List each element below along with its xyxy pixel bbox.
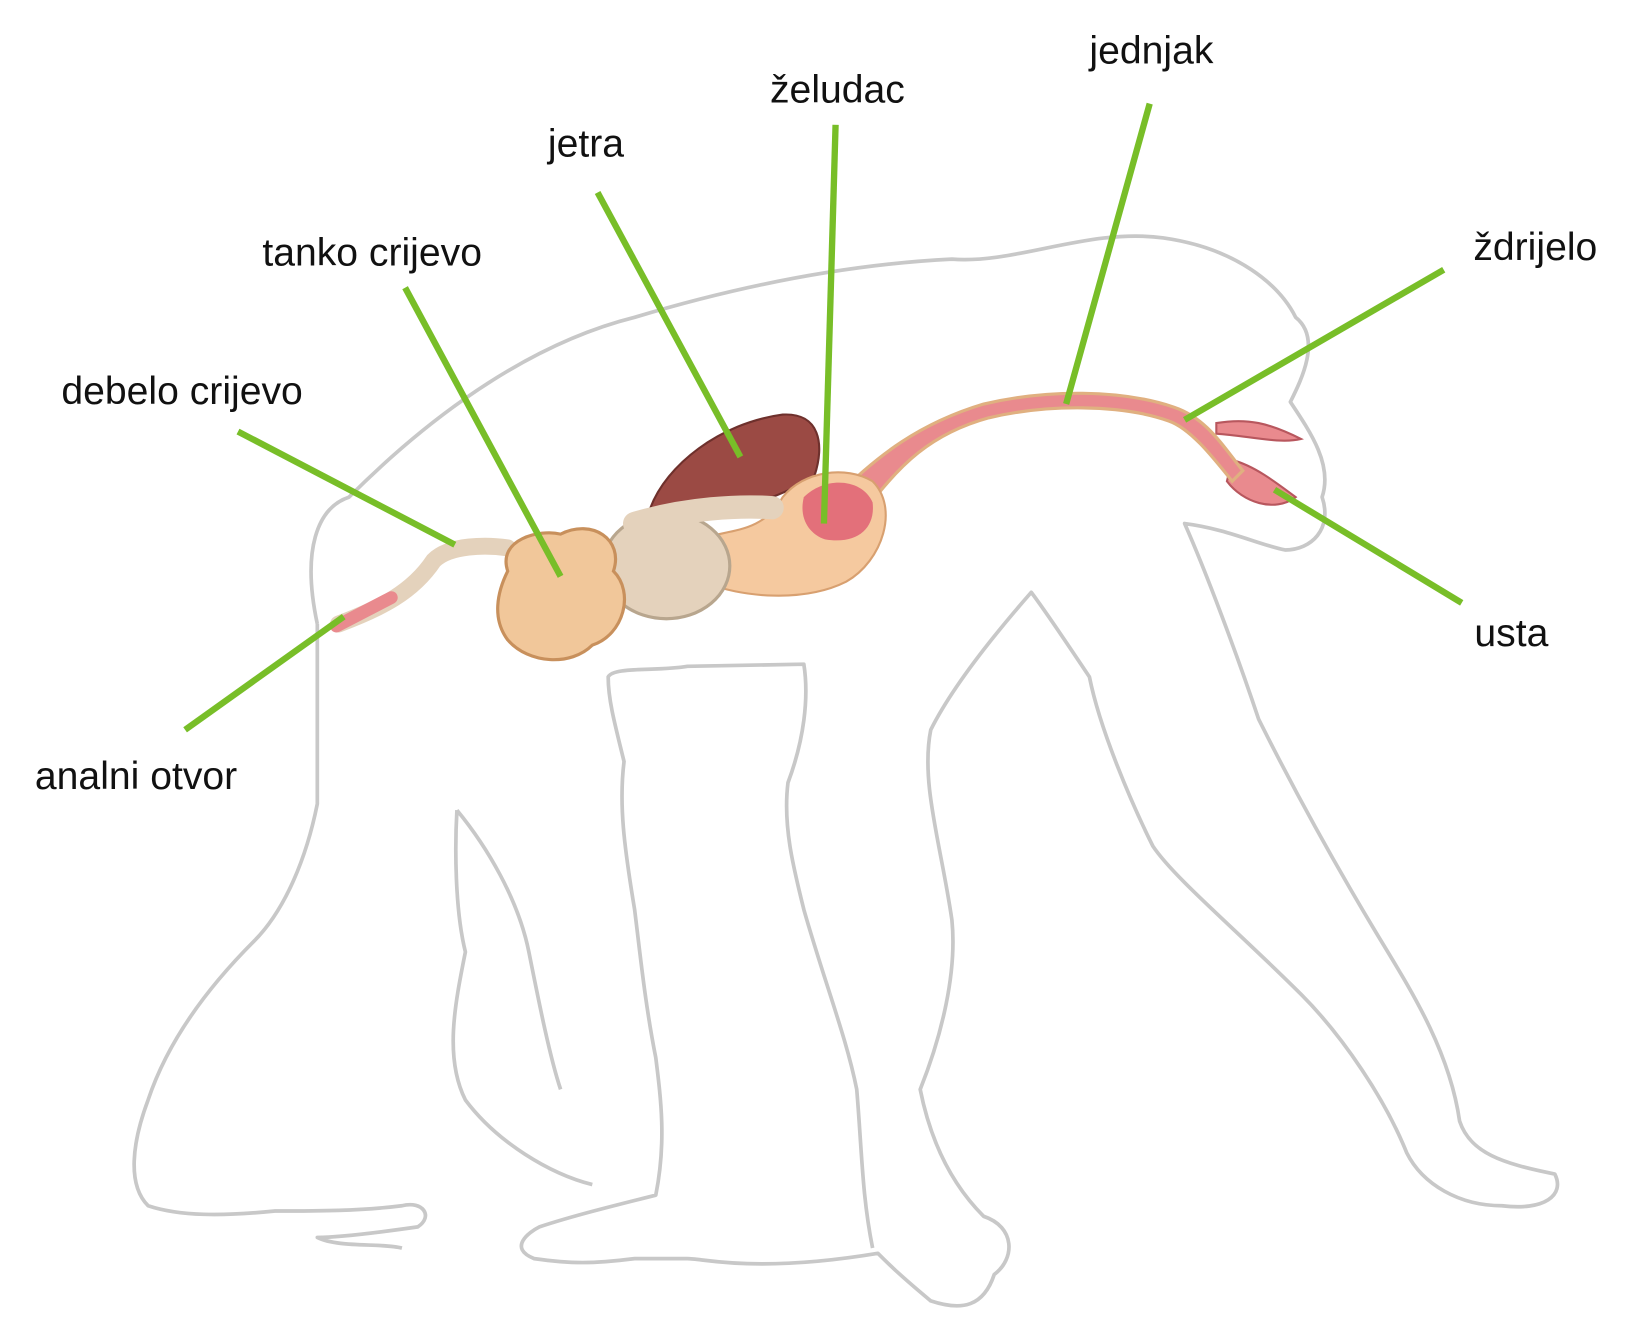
label-analni-otvor: analni otvor — [35, 755, 237, 798]
small-intestine — [496, 527, 627, 662]
pointer-usta — [1272, 486, 1464, 606]
intestine-upper — [622, 495, 784, 536]
label-usta: usta — [1474, 612, 1548, 655]
stomach-inner — [802, 482, 873, 541]
mouth-upper-lip — [1215, 420, 1304, 442]
pointer-lines — [183, 102, 1464, 733]
labels: ždrijelo usta jednjak želudac jetra tank… — [35, 29, 1597, 798]
pointer-jednjak — [1063, 102, 1153, 405]
digestive-organs — [330, 391, 1304, 662]
label-jednjak: jednjak — [1088, 29, 1213, 72]
label-debelo-crijevo: debelo crijevo — [61, 370, 302, 413]
pointer-zdrijelo — [1183, 266, 1446, 423]
pointer-debelo-crijevo — [236, 428, 457, 548]
anus-end — [330, 591, 398, 633]
label-zeludac: želudac — [770, 69, 905, 112]
label-tanko-crijevo: tanko crijevo — [262, 231, 482, 274]
pointer-jetra — [594, 190, 744, 459]
label-zdrijelo: ždrijelo — [1473, 226, 1597, 269]
pointer-zeludac — [820, 124, 839, 524]
esophagus — [832, 391, 1245, 510]
pointer-tanko-crijevo — [402, 286, 564, 578]
pointer-analni-otvor — [183, 614, 346, 733]
label-jetra: jetra — [547, 123, 624, 166]
chimpanzee-body-outline — [132, 234, 1560, 1308]
